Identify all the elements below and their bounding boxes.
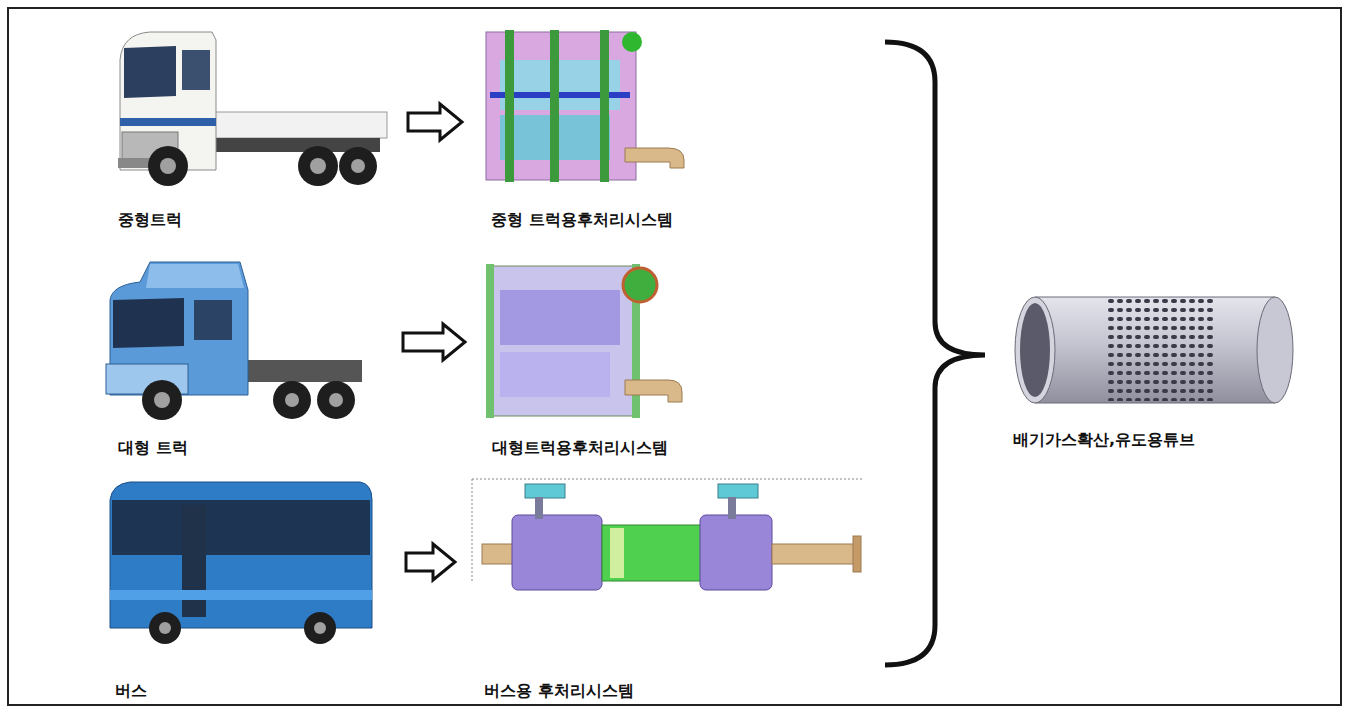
picture-node: 버스용 후처리시스템 (468, 474, 868, 701)
bus-aftertreatment-picture-part (602, 525, 702, 581)
tube-picture-part (1035, 403, 1275, 404)
frame-part (8, 8, 1341, 705)
bus-picture-part (182, 505, 206, 617)
medium-truck-picture-part (298, 146, 338, 186)
caption: 배기가스확산,유도용튜브 (1009, 430, 1199, 450)
bus-picture-part (304, 612, 336, 644)
bus-picture-part (149, 612, 181, 644)
medium-truck-picture-part (124, 46, 176, 98)
bus-aftertreatment-picture-part (535, 497, 543, 519)
large-truck-picture-part (142, 380, 182, 420)
bus-aftertreatment-picture-part (853, 536, 861, 572)
caption: 중형트럭 (114, 210, 186, 230)
large-truck-picture-part (285, 393, 299, 407)
tube-picture (1015, 297, 1293, 403)
medium-aftertreatment-picture-part (505, 30, 514, 182)
large-aftertreatment-picture-part (623, 268, 657, 302)
bus-picture-part (110, 482, 372, 628)
large-truck-picture-part (317, 381, 355, 419)
medium-truck-picture-part (120, 118, 216, 126)
medium-truck-picture-part (148, 146, 188, 186)
hollow-arrow (403, 324, 465, 360)
large-aftertreatment-picture-part (500, 290, 620, 345)
large-truck-picture-part (329, 393, 343, 407)
tube-picture-part (1257, 297, 1293, 403)
medium-truck-picture-part (310, 158, 326, 174)
picture-node: 배기가스확산,유도용튜브 (1005, 285, 1295, 450)
medium-truck-picture (118, 32, 387, 186)
bus-aftertreatment-picture-part (472, 479, 473, 582)
large-aftertreatment-picture-part (625, 380, 682, 402)
hollow-arrow (408, 104, 462, 140)
bus-aftertreatment-picture-part (772, 544, 856, 564)
medium-truck-picture-part (351, 159, 365, 173)
bus-picture-part (314, 622, 326, 634)
bus-aftertreatment-picture-part (525, 484, 565, 498)
caption: 중형 트럭용후처리시스템 (487, 210, 677, 230)
medium-aftertreatment-picture-part (550, 30, 559, 182)
bus-aftertreatment-picture (472, 479, 862, 590)
medium-truck-picture-part (182, 50, 210, 90)
tube-picture-part (1108, 299, 1216, 401)
large-truck-picture-part (240, 360, 362, 382)
caption: 버스용 후처리시스템 (480, 681, 638, 701)
bus-picture-part (159, 622, 171, 634)
bus-aftertreatment-picture-part (610, 528, 624, 578)
bus-aftertreatment-picture-part (700, 515, 772, 590)
picture-node: 버스 (103, 476, 393, 701)
bus-picture (110, 482, 372, 644)
hollow-arrow (406, 544, 455, 580)
bus-aftertreatment-picture-part (482, 544, 514, 564)
bus-picture-part (110, 590, 372, 600)
large-truck-picture-part (273, 381, 311, 419)
large-truck-picture (106, 262, 362, 420)
tube-picture-part (1035, 297, 1275, 403)
medium-truck-picture-part (215, 112, 387, 138)
large-aftertreatment-picture (486, 264, 682, 418)
medium-aftertreatment-picture (486, 30, 684, 182)
picture-node: 대형트럭용후처리시스템 (478, 258, 688, 458)
large-truck-picture-part (194, 300, 232, 340)
caption: 대형 트럭 (114, 438, 192, 458)
medium-aftertreatment-picture-part (625, 148, 684, 168)
large-truck-picture-part (146, 264, 244, 288)
large-aftertreatment-picture-part (500, 352, 610, 397)
large-aftertreatment-picture-part (488, 266, 638, 416)
medium-aftertreatment-picture-part (600, 30, 609, 182)
bus-aftertreatment-picture-part (728, 497, 736, 519)
medium-truck-picture-part (160, 158, 176, 174)
tube-picture-part (1035, 297, 1275, 298)
brace (885, 42, 985, 665)
large-truck-picture-part (154, 392, 170, 408)
large-aftertreatment-picture-part (486, 264, 494, 418)
bus-aftertreatment-picture-part (512, 515, 602, 590)
caption: 대형트럭용후처리시스템 (488, 438, 672, 458)
picture-node: 대형 트럭 (98, 258, 390, 458)
bus-aftertreatment-picture-part (472, 479, 862, 480)
medium-aftertreatment-picture-part (622, 32, 642, 52)
bus-picture-part (112, 500, 370, 555)
bus-aftertreatment-picture-part (718, 484, 758, 498)
tube-picture-part (1015, 297, 1055, 403)
tube-picture-part (1020, 303, 1050, 397)
large-truck-picture-part (113, 298, 184, 348)
picture-node: 중형트럭 (108, 25, 395, 230)
medium-truck-picture-part (339, 147, 377, 185)
brace-part (885, 42, 985, 665)
picture-node: 중형 트럭용후처리시스템 (475, 25, 690, 230)
frame (8, 8, 1341, 705)
caption: 버스 (111, 681, 151, 701)
